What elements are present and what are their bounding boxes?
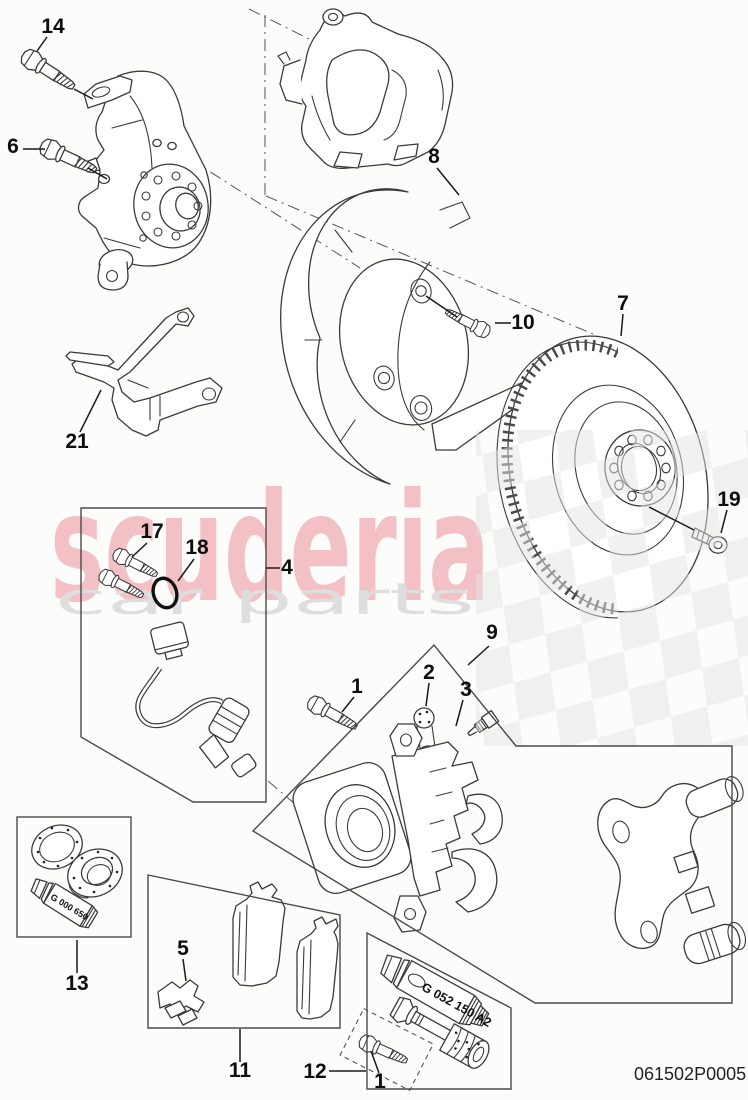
wheel-bearing-housing [77,70,212,291]
construction-lines [169,8,601,816]
callout-8: 8 [428,145,440,168]
guide-pin-kit: G 052 150 A2 [339,954,494,1092]
drawing-code: 061502P0005 [634,1064,746,1084]
callout-12: 12 [303,1060,326,1083]
o-ring [151,576,179,610]
callout-3: 3 [460,678,472,701]
box-guide-pin-kit [366,931,512,1090]
callout-11: 11 [229,1059,252,1082]
group-9-outline [251,643,733,1004]
hub-bolt-holes [141,171,203,241]
box-bearing-kit [16,816,132,938]
callout-13: 13 [65,972,88,995]
grease-tube-small: G 000 650 [30,878,99,929]
callout-10: 10 [511,311,534,334]
pin-bolt-highlight-box [339,1007,435,1092]
guide-sleeve [439,1023,490,1069]
bearing-kit: G 000 650 [30,824,123,929]
box-sensor-kit [80,507,267,803]
box-pads-kit [147,874,341,1029]
caliper-assembly [292,692,747,965]
callout-5: 5 [177,937,189,960]
callout-labels: 14 6 8 10 7 19 21 17 18 4 9 1 2 3 13 5 1… [7,15,741,1093]
callout-2: 2 [423,661,435,684]
callout-17: 17 [140,520,163,543]
callout-9: 9 [486,621,498,644]
callout-1b: 1 [374,1070,386,1093]
callout-18: 18 [185,536,209,559]
mounting-bracket [65,307,223,437]
wear-sensor-kit [95,545,257,778]
brake-splash-shield [279,188,535,485]
callout-19: 19 [717,488,740,511]
brake-pads-kit [157,881,339,1026]
watermark: scuderia car parts [50,462,490,636]
checkered-flag-watermark [476,430,748,746]
callout-1a: 1 [351,675,363,698]
caliper-carrier [597,776,747,965]
callout-21: 21 [65,430,89,453]
callout-7: 7 [617,292,629,315]
callout-4: 4 [281,556,293,579]
brake-caliper-top [277,8,454,169]
callout-6: 6 [7,135,19,158]
kit-boxes [16,507,733,1090]
leader-lines [23,36,728,1074]
callout-14: 14 [41,15,65,38]
